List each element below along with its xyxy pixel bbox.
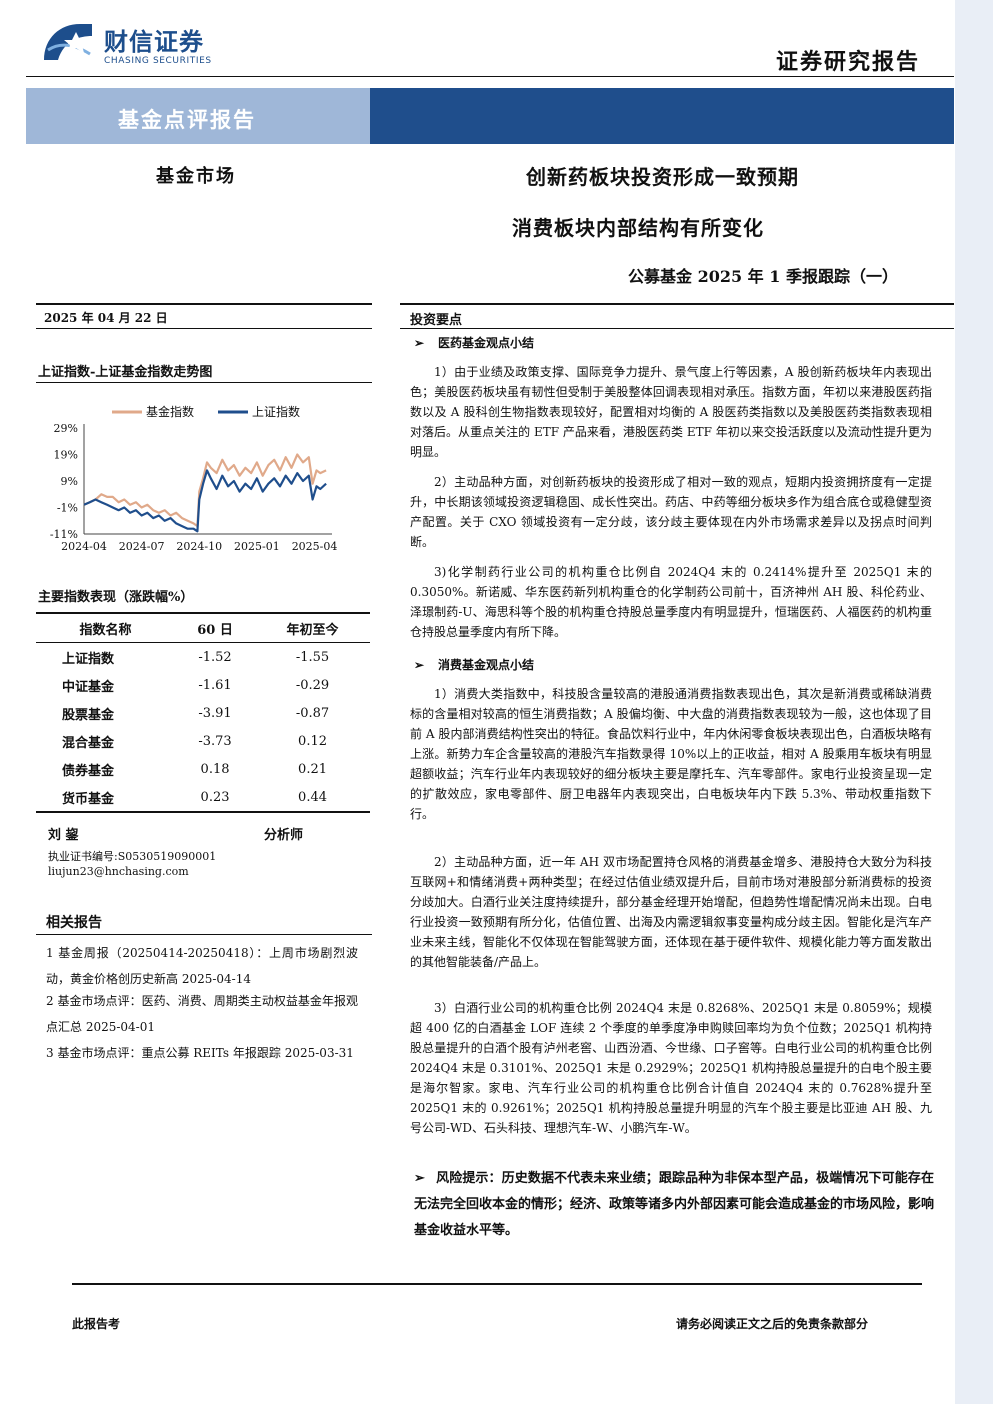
pharma-paragraph-1: 1）由于业绩及政策支撑、国际竞争力提升、景气度上行等因素，A 股创新药板块年内表… [410, 365, 932, 459]
arrow-bullet-icon: ➢ [414, 336, 425, 350]
index-name: 货币基金 [36, 783, 175, 813]
chart-title-rule [36, 382, 372, 383]
value-60d: -3.91 [198, 705, 232, 721]
series-line [83, 469, 327, 533]
investment-highlights-title: 投资要点 [410, 313, 463, 328]
summary-top-rule [400, 303, 954, 305]
company-name-cn: 财信证券 [104, 28, 204, 56]
consumer-heading: ➢ 消费基金观点小结 [414, 656, 534, 673]
table-row: 上证指数 -1.52 -1.55 [36, 643, 370, 672]
report-type: 证券研究报告 [776, 49, 921, 75]
index-name: 混合基金 [62, 735, 115, 751]
col-header-name: 指数名称 [36, 613, 175, 643]
value-ytd: -1.55 [295, 649, 330, 665]
analyst-name: 刘 鋆 [48, 828, 79, 843]
sector-label: 基金市场 [156, 166, 236, 187]
consumer-paragraph-3: 3）白酒行业公司的机构重仓比例 2024Q4 末是 0.8268%、2025Q1… [410, 1001, 932, 1135]
related-report-item[interactable]: 1 基金周报（20250414-20250418）：上周市场剧烈波动，黄金价格创… [46, 946, 358, 986]
related-title-rule [36, 934, 372, 935]
series-line [83, 453, 327, 528]
report-title-line1: 创新药板块投资形成一致预期 [526, 165, 799, 189]
arrow-bullet-icon: ➢ [414, 1171, 425, 1186]
y-tick-label: 9% [61, 475, 78, 488]
date-bottom-rule [36, 328, 372, 329]
performance-title: 主要指数表现（涨跌幅%） [38, 590, 194, 605]
pharma-heading-text: 医药基金观点小结 [438, 336, 535, 350]
y-tick-label: 29% [54, 422, 78, 435]
y-tick-label: -11% [50, 528, 78, 541]
value-60d: 0.23 [175, 783, 256, 813]
y-tick-label: -1% [57, 502, 78, 515]
value-ytd: -0.87 [295, 705, 330, 721]
consumer-paragraph-1: 1）消费大类指数中，科技股含量较高的港股通消费指数表现出色，其次是新消费或稀缺消… [410, 687, 932, 821]
date-top-rule [36, 303, 372, 305]
value-ytd: 0.44 [255, 783, 370, 813]
index-trend-chart: 29% 19% 9% -1% -11%2024-04 2024-07 2024-10 2025… [50, 404, 338, 553]
report-title-line2: 消费板块内部结构有所变化 [512, 216, 764, 240]
value-60d: 0.18 [200, 761, 230, 777]
table-row: 货币基金 0.23 0.44 [36, 783, 370, 813]
consumer-heading-text: 消费基金观点小结 [438, 658, 535, 672]
value-60d: -1.61 [198, 677, 232, 693]
table-header-row: 指数名称 60 日 年初至今 [36, 613, 370, 643]
company-logo-icon [44, 24, 92, 60]
banner-title: 基金点评报告 [118, 107, 256, 132]
table-row: 混合基金 -3.73 0.12 [36, 727, 370, 755]
related-report-item[interactable]: 3 基金市场点评：重点公募 REITs 年报跟踪 2025-03-31 [46, 1046, 354, 1060]
risk-warning-text: 风险提示：历史数据不代表未来业绩；跟踪品种为非保本型产品，极端情况下可能存在无法… [414, 1171, 935, 1238]
index-name: 债券基金 [62, 763, 115, 779]
value-60d: -3.73 [198, 733, 232, 749]
x-tick-label: 2024-04 [61, 540, 107, 553]
banner-dark [370, 88, 954, 144]
table-row: 中证基金 -1.61 -0.29 [36, 671, 370, 699]
index-name: 上证指数 [62, 651, 115, 667]
value-ytd: 0.21 [298, 761, 327, 777]
value-ytd: 0.12 [298, 733, 327, 749]
col-header-ytd: 年初至今 [255, 613, 370, 643]
company-name-en: CHASING SECURITIES [104, 56, 212, 66]
footer-disclaimer-note: 请务必阅读正文之后的免责条款部分 [676, 1317, 869, 1331]
report-subtitle: 公募基金 2025 年 1 季报跟踪（一） [628, 267, 898, 286]
consumer-paragraph-2: 2）主动品种方面，近一年 AH 双市场配置持仓风格的消费基金增多、港股持仓大致分… [410, 855, 932, 969]
summary-head-rule [400, 328, 954, 329]
x-tick-label: 2024-10 [176, 540, 222, 553]
header-divider [26, 76, 954, 77]
footer-left-text: 此报告考 [72, 1317, 121, 1331]
value-60d: -1.52 [198, 649, 232, 665]
performance-table: 指数名称 60 日 年初至今 上证指数 -1.52 -1.55 中证基金 -1.… [36, 612, 370, 813]
x-tick-label: 2025-04 [292, 540, 338, 553]
arrow-bullet-icon: ➢ [414, 658, 425, 672]
value-ytd: -0.29 [295, 677, 330, 693]
table-row: 股票基金 -3.91 -0.87 [36, 699, 370, 727]
x-tick-label: 2025-01 [234, 540, 280, 553]
analyst-email[interactable]: liujun23@hnchasing.com [48, 865, 189, 878]
risk-warning: ➢风险提示：历史数据不代表未来业绩；跟踪品种为非保本型产品，极端情况下可能存在无… [414, 1166, 934, 1244]
analyst-role: 分析师 [264, 828, 304, 843]
related-reports-title: 相关报告 [46, 915, 102, 931]
related-report-item[interactable]: 2 基金市场点评：医药、消费、周期类主动权益基金年报观点汇总 2025-04-0… [46, 994, 358, 1034]
pharma-paragraph-3: 3)化学制药行业公司的机构重仓比例自 2024Q4 末的 0.2414%提升至 … [410, 565, 932, 639]
analyst-cert: 执业证书编号:S0530519090001 [48, 850, 217, 863]
legend-label: 上证指数 [252, 404, 300, 419]
chart-title: 上证指数-上证基金指数走势图 [38, 365, 213, 380]
x-tick-label: 2024-07 [119, 540, 165, 553]
pharma-heading: ➢ 医药基金观点小结 [414, 334, 534, 351]
index-name: 股票基金 [62, 707, 115, 723]
col-header-60d: 60 日 [175, 613, 256, 643]
side-strip [955, 0, 993, 1404]
report-date: 2025 年 04 月 22 日 [44, 311, 168, 325]
footer-rule [72, 1283, 922, 1285]
legend-label: 基金指数 [146, 404, 194, 419]
pharma-paragraph-2: 2）主动品种方面，对创新药板块的投资形成了相对一致的观点，短期内投资拥挤度有一定… [410, 475, 932, 549]
index-name: 中证基金 [62, 679, 115, 695]
y-tick-label: 19% [54, 449, 78, 462]
table-row: 债券基金 0.18 0.21 [36, 755, 370, 783]
